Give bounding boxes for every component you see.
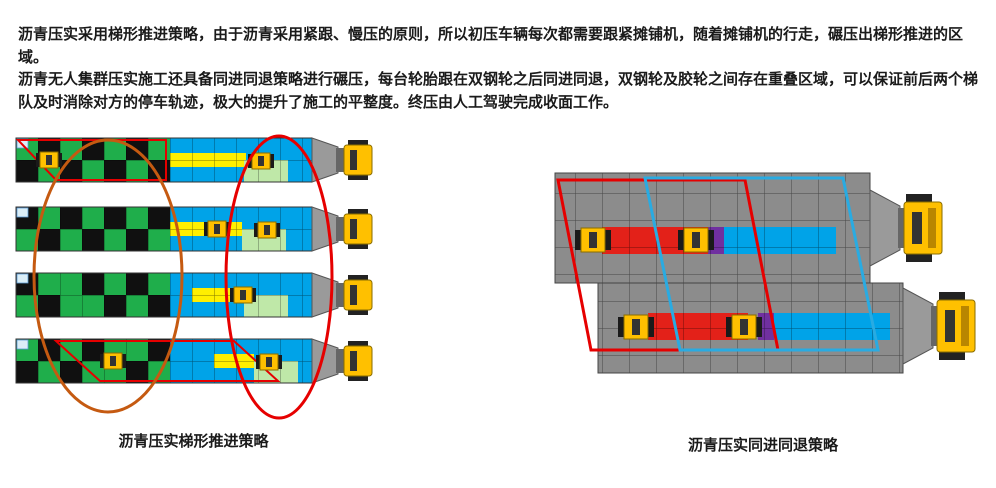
compaction-strip-2 bbox=[15, 206, 373, 252]
roller-icon bbox=[229, 286, 257, 304]
roller-icon bbox=[255, 353, 283, 371]
sync-strategy-figure: 沥青压实同进同退策略 bbox=[548, 166, 978, 455]
roller-icon bbox=[677, 227, 715, 253]
sync-strategy-diagram bbox=[554, 172, 976, 374]
strip-tag bbox=[16, 339, 29, 350]
trapezoid-zone-ellipse-annotation bbox=[32, 138, 184, 414]
paver-icon bbox=[311, 137, 373, 183]
roller-icon bbox=[35, 151, 63, 169]
right-caption: 沥青压实同进同退策略 bbox=[687, 437, 838, 454]
upper-echelon-surface bbox=[554, 172, 871, 284]
roller-icon bbox=[99, 352, 127, 370]
roller-icon bbox=[725, 314, 763, 340]
roller-icon bbox=[253, 221, 281, 239]
left-caption: 沥青压实梯形推进策略 bbox=[118, 433, 269, 450]
compaction-strip-1 bbox=[15, 137, 373, 183]
paver-icon bbox=[869, 189, 943, 267]
strip-tag bbox=[16, 207, 29, 218]
paragraph-trapezoid-strategy: 沥青压实采用梯形推进策略，由于沥青采用紧跟、慢压的原则，所以初压车辆每次都需要跟… bbox=[18, 26, 964, 66]
description-text: 沥青压实采用梯形推进策略，由于沥青采用紧跟、慢压的原则，所以初压车辆每次都需要跟… bbox=[18, 24, 982, 114]
paver-icon bbox=[311, 272, 373, 318]
trapezoid-outline-annotation bbox=[53, 340, 281, 382]
roller-icon bbox=[574, 227, 612, 253]
paver-icon bbox=[311, 206, 373, 252]
rear-echelon-parallelogram-annotation bbox=[643, 176, 880, 352]
paver-icon bbox=[902, 287, 976, 365]
paver-follow-ellipse-annotation bbox=[224, 134, 334, 420]
strip-tag bbox=[16, 273, 29, 284]
trapezoid-strategy-figure: 沥青压实梯形推进策略 bbox=[6, 130, 381, 451]
paragraph-sync-strategy: 沥青无人集群压实施工还具备同进同退策略进行碾压，每台轮胎跟在双钢轮之后同进同退，… bbox=[18, 71, 979, 111]
trapezoid-strategy-diagram bbox=[15, 134, 373, 420]
roller-icon bbox=[203, 220, 231, 238]
compaction-strip-3 bbox=[15, 272, 373, 318]
roller-icon bbox=[617, 314, 655, 340]
compaction-strip-4 bbox=[15, 338, 373, 384]
